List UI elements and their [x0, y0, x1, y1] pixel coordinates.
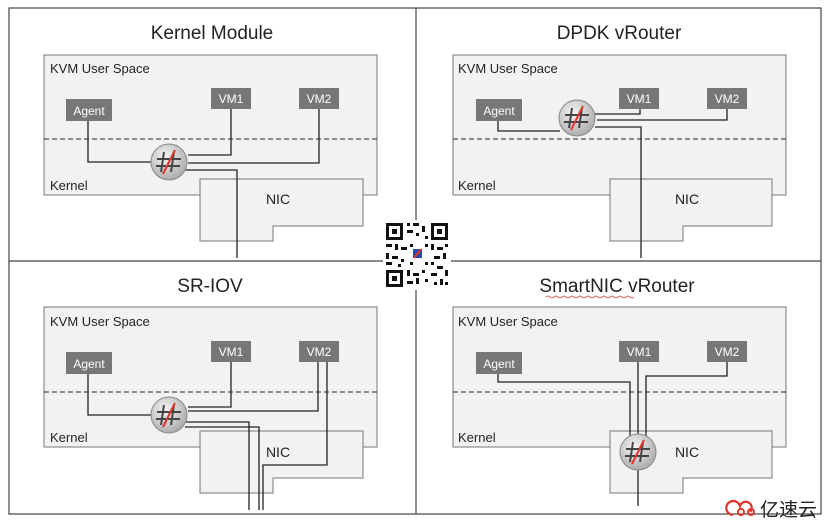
uplink: [185, 169, 238, 258]
vm1-label: VM1: [219, 345, 244, 359]
brand-watermark: 亿速云: [725, 499, 817, 521]
agent-label: Agent: [483, 357, 515, 371]
quadrant-sr-iov: SR-IOV KVM User Space Kernel NIC Agent V…: [43, 276, 378, 510]
vm2-link: [188, 360, 319, 412]
agent-box: [66, 352, 112, 374]
vm2-box: [707, 88, 747, 109]
cloud-logo-icon: [725, 499, 755, 517]
kernel-label: Kernel: [458, 430, 496, 445]
vm1-box: [619, 88, 659, 109]
user-space-label: KVM User Space: [458, 314, 558, 329]
vm2-box: [299, 88, 339, 109]
vm1-box: [211, 88, 251, 109]
kvm-host-region: [43, 306, 378, 448]
agent-box: [66, 99, 112, 121]
vm2-box: [707, 341, 747, 362]
vm1-box: [619, 341, 659, 362]
vm1-label: VM1: [219, 92, 244, 106]
uplink: [595, 126, 642, 258]
agent-label: Agent: [73, 357, 105, 371]
vm1-box: [211, 341, 251, 362]
agent-link: [497, 119, 560, 132]
vm2-label: VM2: [715, 92, 740, 106]
agent-link: [497, 372, 631, 437]
vrouter-icon: [150, 396, 188, 434]
vm1-link: [593, 107, 641, 115]
nic-label: NIC: [266, 191, 290, 207]
agent-link: [87, 119, 152, 163]
agent-label: Agent: [73, 104, 105, 118]
spellcheck-underline: [545, 295, 635, 299]
kvm-host-region: [43, 54, 378, 196]
vm2-link: [188, 107, 320, 164]
vrouter-icon: [558, 99, 596, 137]
quadrant-kernel-module: Kernel Module KVM User Space Kernel NIC …: [43, 23, 378, 258]
user-space-label: KVM User Space: [50, 314, 150, 329]
quadrant-title: SmartNIC vRouter: [539, 276, 695, 297]
vm1-label: VM1: [627, 92, 652, 106]
uplink: [185, 421, 250, 510]
vm2-box: [299, 341, 339, 362]
vf-link: [185, 426, 260, 510]
nic-shape: [199, 430, 364, 494]
vrouter-icon: [150, 143, 188, 181]
quadrant-title: SR-IOV: [177, 276, 243, 297]
nic-label: NIC: [675, 191, 699, 207]
kvm-host-region: [452, 54, 787, 196]
vm2-label: VM2: [307, 92, 332, 106]
brand-name: 亿速云: [760, 499, 817, 521]
vm2-label: VM2: [715, 345, 740, 359]
qr-code-icon: [383, 220, 451, 290]
vrouter-icon: [619, 433, 657, 471]
agent-label: Agent: [483, 104, 515, 118]
vm1-link: [188, 360, 232, 408]
user-space-label: KVM User Space: [458, 61, 558, 76]
nic-label: NIC: [675, 444, 699, 460]
agent-box: [476, 352, 522, 374]
agent-link: [87, 372, 152, 416]
agent-box: [476, 99, 522, 121]
nic-label: NIC: [266, 444, 290, 460]
quadrant-smartnic-vrouter: SmartNIC vRouter KVM User Space Kernel N…: [452, 276, 787, 506]
quadrant-title: DPDK vRouter: [557, 23, 682, 44]
kernel-label: Kernel: [50, 178, 88, 193]
quadrant-dpdk-vrouter: DPDK vRouter KVM User Space Kernel NIC A…: [452, 23, 787, 258]
kvm-host-region: [452, 306, 787, 448]
vm2-label: VM2: [307, 345, 332, 359]
vm1-link: [188, 107, 232, 156]
user-space-label: KVM User Space: [50, 61, 150, 76]
kernel-label: Kernel: [458, 178, 496, 193]
vm1-label: VM1: [627, 345, 652, 359]
vm2-link: [597, 107, 728, 121]
kernel-label: Kernel: [50, 430, 88, 445]
nic-shape: [199, 178, 364, 242]
vm2-direct-link: [262, 360, 328, 510]
vm2-link: [645, 360, 728, 437]
quadrant-title: Kernel Module: [151, 23, 274, 44]
nic-shape: [609, 178, 773, 242]
